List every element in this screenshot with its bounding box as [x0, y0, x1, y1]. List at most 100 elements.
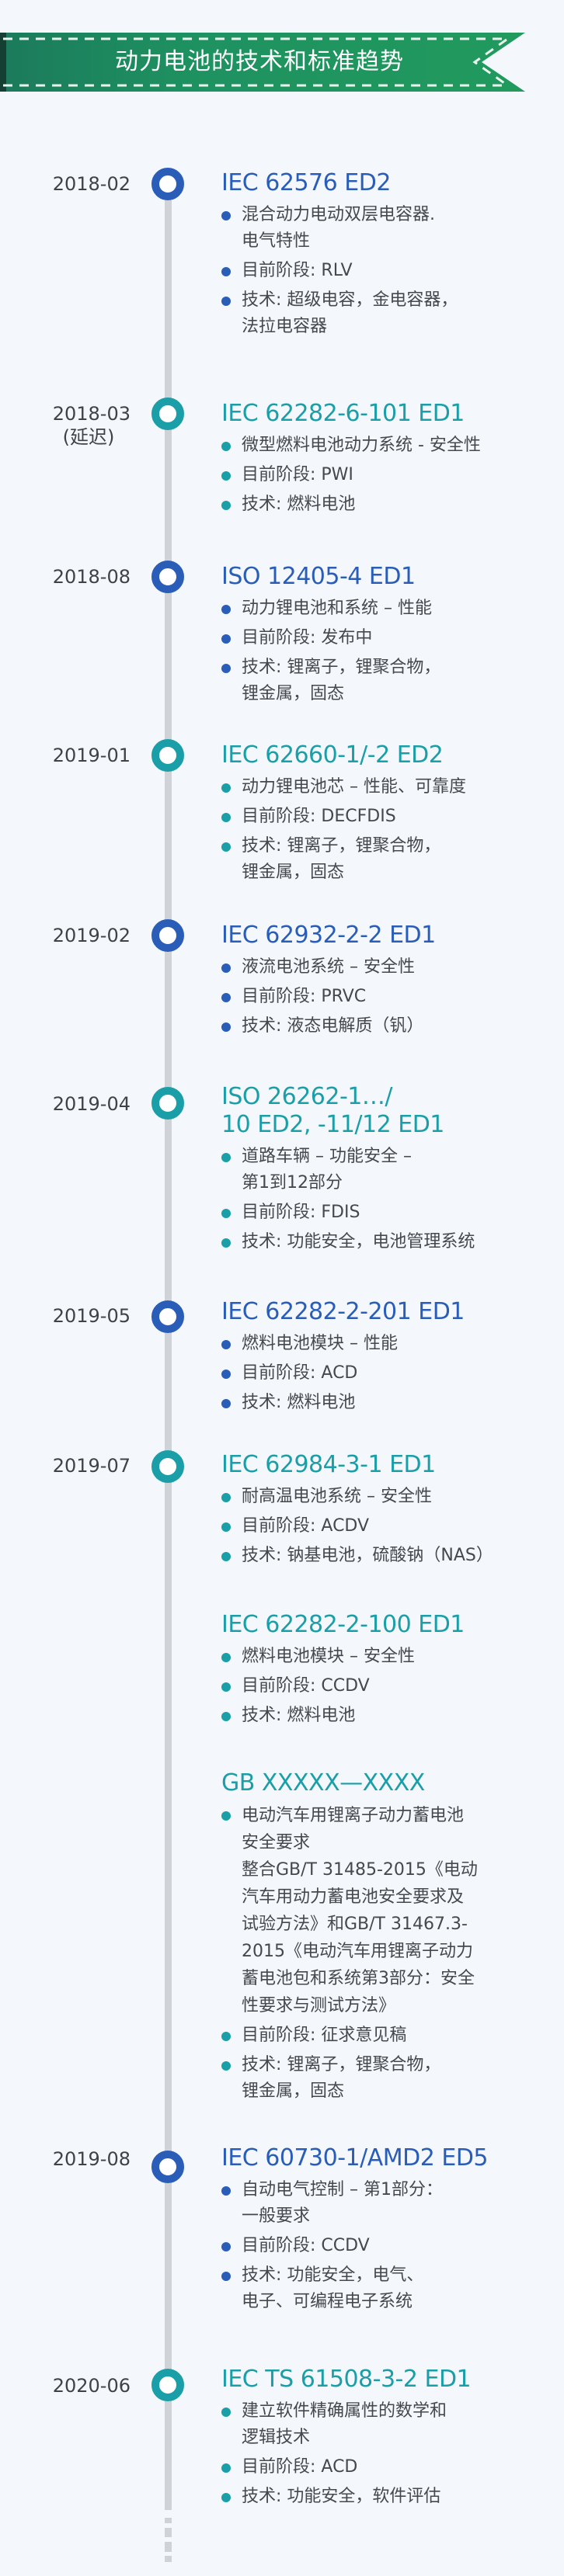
- bullet-technology: 技术: 液态电解质（钒）: [221, 1013, 555, 1040]
- bullet-list: 燃料电池模块 – 性能 目前阶段: ACD 技术: 燃料电池: [221, 1331, 555, 1416]
- timeline-node-icon: [151, 168, 184, 200]
- standard-title: ISO 12405-4 ED1: [221, 563, 416, 590]
- bullet-description: 建立软件精确属性的数学和 逻辑技术: [221, 2398, 555, 2451]
- standard-entry: IEC TS 61508-3-2 ED1 建立软件精确属性的数学和 逻辑技术 目…: [221, 2366, 555, 2513]
- standard-title: IEC 62282-2-100 ED1: [221, 1611, 465, 1638]
- bullet-technology: 技术: 功能安全，软件评估: [221, 2484, 555, 2510]
- timeline-node-icon: [151, 1450, 184, 1483]
- bullet-stage: 目前阶段: ACD: [221, 2454, 555, 2481]
- timeline-date: 2019-07: [31, 1454, 131, 1477]
- bullet-list: 耐高温电池系统 – 安全性 目前阶段: ACDV 技术: 钠基电池，硫酸钠（NA…: [221, 1484, 555, 1569]
- bullet-description: 微型燃料电池动力系统 - 安全性: [221, 432, 555, 459]
- bullet-list: 液流电池系统 – 安全性 目前阶段: PRVC 技术: 液态电解质（钒）: [221, 954, 555, 1040]
- timeline-date: 2019-04: [31, 1092, 131, 1116]
- timeline-date: 2019-01: [31, 744, 131, 767]
- timeline-node-icon: [151, 2369, 184, 2401]
- bullet-stage: 目前阶段: ACD: [221, 1360, 555, 1387]
- timeline-node-icon: [151, 398, 184, 430]
- bullet-stage: 目前阶段: CCDV: [221, 1673, 555, 1699]
- date-label: 2019-08: [52, 2148, 131, 2170]
- date-label: 2019-05: [52, 1305, 131, 1327]
- bullet-description: 动力锂电池和系统 – 性能: [221, 595, 555, 622]
- timeline-dash: [165, 2542, 172, 2552]
- standard-entry: IEC 62984-3-1 ED1 耐高温电池系统 – 安全性 目前阶段: AC…: [221, 1451, 555, 1572]
- bullet-list: 建立软件精确属性的数学和 逻辑技术 目前阶段: ACD 技术: 功能安全，软件评…: [221, 2398, 555, 2510]
- bullet-stage: 目前阶段: FDIS: [221, 1199, 555, 1226]
- bullet-stage: 目前阶段: RLV: [221, 258, 555, 284]
- date-label: 2020-06: [52, 2375, 131, 2397]
- standard-entry: IEC 62932-2-2 ED1 液流电池系统 – 安全性 目前阶段: PRV…: [221, 922, 555, 1043]
- timeline-date: 2019-02: [31, 924, 131, 947]
- bullet-stage: 目前阶段: PRVC: [221, 984, 555, 1010]
- bullet-stage: 目前阶段: 发布中: [221, 625, 555, 651]
- bullet-list: 燃料电池模块 – 安全性 目前阶段: CCDV 技术: 燃料电池: [221, 1644, 555, 1729]
- bullet-technology: 技术: 锂离子，锂聚合物， 锂金属，固态: [221, 2052, 555, 2105]
- standard-title: IEC 62932-2-2 ED1: [221, 922, 436, 949]
- standard-entry: IEC 62282-6-101 ED1 微型燃料电池动力系统 - 安全性 目前阶…: [221, 400, 555, 521]
- date-label: 2019-04: [52, 1093, 131, 1115]
- timeline-dash: [165, 2518, 172, 2523]
- bullet-list: 道路车辆 – 功能安全 – 第1到12部分 目前阶段: FDIS 技术: 功能安…: [221, 1144, 555, 1255]
- bullet-stage: 目前阶段: 征求意见稿: [221, 2022, 555, 2049]
- bullet-list: 自动电气控制 – 第1部分： 一般要求 目前阶段: CCDV 技术: 功能安全，…: [221, 2177, 555, 2315]
- date-label: 2018-08: [52, 566, 131, 588]
- date-label: 2018-02: [52, 173, 131, 195]
- standard-entry: IEC 62282-2-201 ED1 燃料电池模块 – 性能 目前阶段: AC…: [221, 1298, 555, 1419]
- standard-title: IEC 62576 ED2: [221, 169, 391, 196]
- bullet-technology: 技术: 锂离子，锂聚合物， 锂金属，固态: [221, 833, 555, 886]
- bullet-description: 液流电池系统 – 安全性: [221, 954, 555, 981]
- standard-title: IEC 62282-6-101 ED1: [221, 400, 465, 427]
- page-title: 动力电池的技术和标准趋势: [115, 48, 404, 75]
- bullet-stage: 目前阶段: DECFDIS: [221, 804, 555, 830]
- bullet-description: 动力锂电池芯 – 性能、可靠度: [221, 774, 555, 800]
- bullet-description: 自动电气控制 – 第1部分： 一般要求: [221, 2177, 555, 2230]
- bullet-technology: 技术: 燃料电池: [221, 1703, 555, 1729]
- bullet-list: 动力锂电池和系统 – 性能 目前阶段: 发布中 技术: 锂离子，锂聚合物， 锂金…: [221, 595, 555, 707]
- timeline-node-icon: [151, 1087, 184, 1120]
- standard-entry: IEC 62576 ED2 混合动力电动双层电容器. 电气特性 目前阶段: RL…: [221, 169, 555, 343]
- bullet-description: 混合动力电动双层电容器. 电气特性: [221, 202, 555, 255]
- bullet-technology: 技术: 燃料电池: [221, 491, 555, 518]
- standard-entry: ISO 12405-4 ED1 动力锂电池和系统 – 性能 目前阶段: 发布中 …: [221, 563, 555, 710]
- standard-title: ISO 26262-1…/ 10 ED2, -11/12 ED1: [221, 1083, 444, 1138]
- timeline-line: [165, 200, 172, 2510]
- standard-title: IEC TS 61508-3-2 ED1: [221, 2366, 472, 2393]
- timeline-date: 2019-08: [31, 2147, 131, 2171]
- timeline-node-icon: [151, 561, 184, 593]
- bullet-technology: 技术: 钠基电池，硫酸钠（NAS）: [221, 1543, 555, 1569]
- bullet-technology: 技术: 超级电容，金电容器， 法拉电容器: [221, 287, 555, 340]
- bullet-technology: 技术: 燃料电池: [221, 1390, 555, 1416]
- timeline-dash: [165, 2528, 172, 2537]
- standard-entry: IEC 62660-1/-2 ED2 动力锂电池芯 – 性能、可靠度 目前阶段:…: [221, 741, 555, 889]
- timeline-node-icon: [151, 919, 184, 952]
- standard-title: IEC 62660-1/-2 ED2: [221, 741, 444, 769]
- bullet-list: 混合动力电动双层电容器. 电气特性 目前阶段: RLV 技术: 超级电容，金电容…: [221, 202, 555, 340]
- timeline-node-icon: [151, 2151, 184, 2183]
- timeline-node-icon: [151, 739, 184, 772]
- bullet-list: 动力锂电池芯 – 性能、可靠度 目前阶段: DECFDIS 技术: 锂离子，锂聚…: [221, 774, 555, 886]
- bullet-description: 燃料电池模块 – 性能: [221, 1331, 555, 1357]
- standard-entry: ISO 26262-1…/ 10 ED2, -11/12 ED1 道路车辆 – …: [221, 1083, 555, 1258]
- bullet-stage: 目前阶段: ACDV: [221, 1513, 555, 1540]
- standard-title: IEC 62282-2-201 ED1: [221, 1298, 465, 1325]
- bullet-stage: 目前阶段: PWI: [221, 462, 555, 488]
- date-label: 2019-02: [52, 925, 131, 946]
- date-label: 2019-01: [52, 745, 131, 766]
- timeline-date: 2020-06: [31, 2374, 131, 2397]
- ribbon-shape-icon: [0, 33, 525, 92]
- bullet-description: 燃料电池模块 – 安全性: [221, 1644, 555, 1670]
- timeline-date: 2018-02: [31, 172, 131, 196]
- standard-entry: GB XXXXX—XXXX 电动汽车用锂离子动力蓄电池 安全要求 整合GB/T …: [221, 1769, 555, 2108]
- timeline-node-icon: [151, 1300, 184, 1333]
- date-label: 2018-03: [52, 403, 131, 425]
- date-label: 2019-07: [52, 1455, 131, 1477]
- timeline-date: 2018-03 (延迟): [31, 402, 131, 449]
- bullet-description: 道路车辆 – 功能安全 – 第1到12部分: [221, 1144, 555, 1196]
- bullet-description: 电动汽车用锂离子动力蓄电池 安全要求 整合GB/T 31485-2015《电动 …: [221, 1802, 555, 2019]
- bullet-list: 微型燃料电池动力系统 - 安全性 目前阶段: PWI 技术: 燃料电池: [221, 432, 555, 518]
- bullet-stage: 目前阶段: CCDV: [221, 2233, 555, 2259]
- standard-title: IEC 62984-3-1 ED1: [221, 1451, 436, 1478]
- bullet-description: 耐高温电池系统 – 安全性: [221, 1484, 555, 1510]
- standard-title: IEC 60730-1/AMD2 ED5: [221, 2144, 489, 2172]
- timeline-date: 2019-05: [31, 1304, 131, 1328]
